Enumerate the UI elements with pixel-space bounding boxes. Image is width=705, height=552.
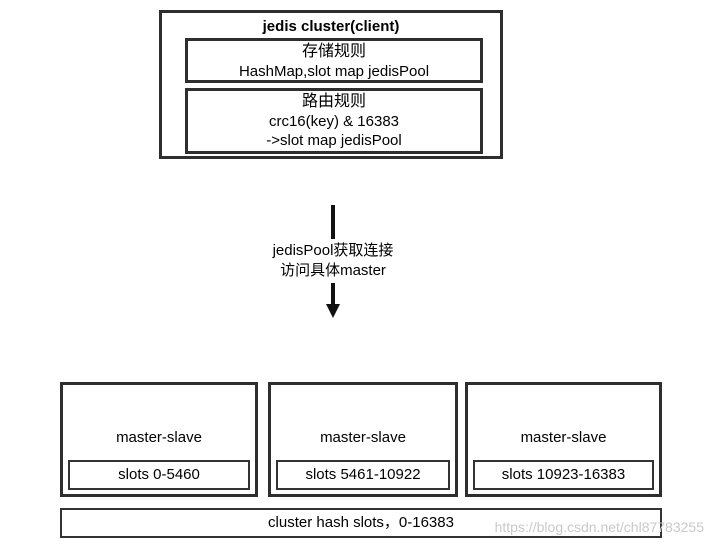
down-arrow-head-icon xyxy=(326,304,340,318)
master-node-slots: slots 10923-16383 xyxy=(473,460,654,490)
master-node-slots: slots 0-5460 xyxy=(68,460,250,490)
flow-arrow-line-bottom xyxy=(331,283,335,306)
flow-arrow-caption: jedisPool获取连接 访问具体master xyxy=(233,241,433,281)
master-node-title: master-slave xyxy=(116,429,202,446)
master-node-1: master-slave slots 0-5460 xyxy=(60,382,258,497)
routing-rule-formula: crc16(key) & 16383 xyxy=(268,113,400,130)
cluster-slots-label: cluster hash slots，0-16383 xyxy=(268,514,454,531)
master-node-slots: slots 5461-10922 xyxy=(276,460,450,490)
flow-arrow-caption-line1: jedisPool获取连接 xyxy=(272,242,394,259)
storage-rule-heading: 存储规则 xyxy=(301,43,366,60)
client-box: jedis cluster(client) 存储规则 HashMap,slot … xyxy=(159,10,503,159)
watermark: https://blog.csdn.net/chl87783255 xyxy=(494,519,704,535)
storage-rule-box: 存储规则 HashMap,slot map jedisPool xyxy=(185,38,483,83)
client-box-title: jedis cluster(client) xyxy=(262,18,400,35)
storage-rule-detail: HashMap,slot map jedisPool xyxy=(238,63,430,80)
routing-rule-heading: 路由规则 xyxy=(301,93,366,110)
flow-arrow-line-top xyxy=(331,205,335,239)
routing-rule-box: 路由规则 crc16(key) & 16383 ->slot map jedis… xyxy=(185,88,483,154)
flow-arrow-caption-line2: 访问具体master xyxy=(280,262,386,279)
master-node-2: master-slave slots 5461-10922 xyxy=(268,382,458,497)
routing-rule-result: ->slot map jedisPool xyxy=(266,132,402,149)
master-node-title: master-slave xyxy=(520,429,607,446)
master-node-3: master-slave slots 10923-16383 xyxy=(465,382,662,497)
master-node-title: master-slave xyxy=(320,429,406,446)
cluster-slots-bar: cluster hash slots，0-16383 xyxy=(60,508,662,538)
